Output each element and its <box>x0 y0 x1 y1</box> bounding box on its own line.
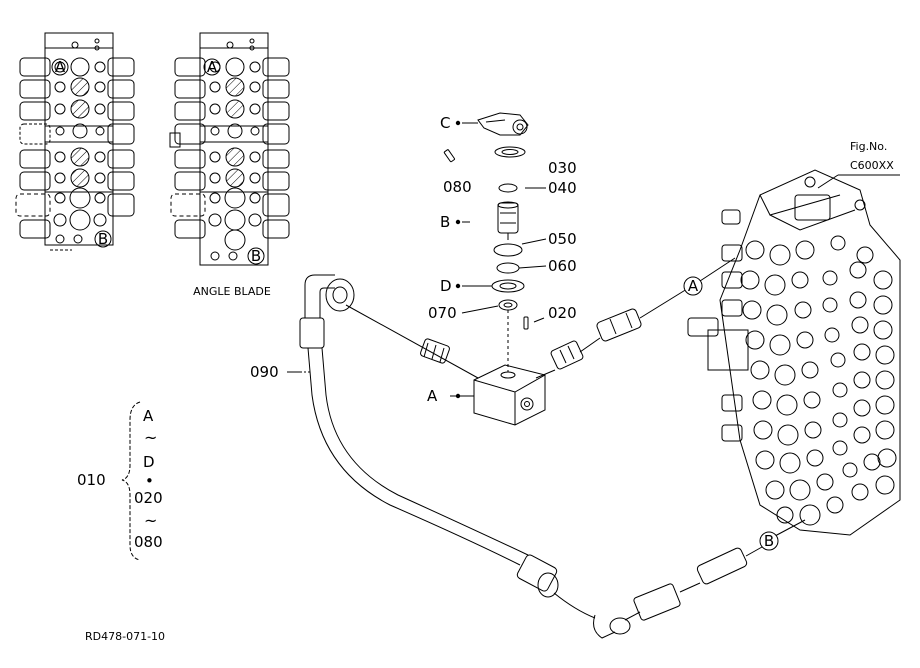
part-030-washer <box>494 146 526 158</box>
label-070: 070 <box>428 304 457 322</box>
kit-from: A <box>143 407 154 425</box>
valve-schematic-standard <box>15 32 135 251</box>
label-030: 030 <box>548 159 577 177</box>
label-020: 020 <box>548 304 577 322</box>
fig-no-value: C600XX <box>850 159 894 172</box>
label-d: D <box>440 277 452 295</box>
drawing-number: RD478-071-10 <box>85 630 165 643</box>
leader-dots <box>455 120 461 399</box>
hose-090 <box>299 274 806 639</box>
part-020-pin <box>523 316 529 330</box>
part-050-oring <box>493 243 523 257</box>
spool-circles <box>208 57 262 261</box>
part-a-block <box>473 310 546 426</box>
label-010: 010 <box>77 471 106 489</box>
kit-dot: • <box>145 472 154 490</box>
callout-circle-a: A <box>683 276 703 296</box>
valve-ports <box>740 235 897 526</box>
spool-rows <box>169 57 290 239</box>
coupler-a <box>596 308 642 342</box>
kit-tilde-2: ~ <box>144 511 157 530</box>
kit-from-2: 020 <box>134 489 163 507</box>
kit-to: D <box>143 453 155 471</box>
label-090: 090 <box>250 363 279 381</box>
kit-tilde-1: ~ <box>144 428 157 447</box>
part-d-seat <box>491 279 525 293</box>
label-040: 040 <box>548 179 577 197</box>
label-080: 080 <box>443 178 472 196</box>
valve-schematic-angle-blade <box>169 32 290 266</box>
label-b: B <box>440 213 450 231</box>
label-060: 060 <box>548 257 577 275</box>
svg-text:B: B <box>764 532 774 550</box>
fig-no-label: Fig.No. <box>850 140 887 153</box>
callout-circle-b: B <box>759 531 779 551</box>
kit-to-2: 080 <box>134 533 163 551</box>
svg-text:A: A <box>688 277 699 295</box>
schematic-callout-a-right: A <box>207 58 218 76</box>
fitting-right <box>550 340 584 370</box>
schematic-callout-a-left: A <box>55 58 66 76</box>
exploded-parts <box>345 112 736 426</box>
control-valve-assembly <box>687 169 901 536</box>
fitting-left <box>420 338 450 364</box>
caption-angle-blade: ANGLE BLADE <box>193 285 271 298</box>
kit-bracket <box>121 401 141 561</box>
part-060-ring <box>496 262 520 274</box>
left-side-fittings <box>687 209 749 442</box>
part-070-ring <box>498 299 518 311</box>
schematic-callout-b-right: B <box>251 247 261 265</box>
label-a: A <box>427 387 438 405</box>
label-050: 050 <box>548 230 577 248</box>
spool-circles <box>53 57 107 244</box>
part-040-oring <box>498 183 518 193</box>
label-c: C <box>440 114 450 132</box>
spool-rows <box>15 57 135 239</box>
leader-lines <box>287 122 900 397</box>
schematic-callout-b-left: B <box>98 230 108 248</box>
part-080-pin <box>443 149 456 163</box>
part-b-body <box>497 201 519 240</box>
part-c-cap <box>477 112 529 136</box>
